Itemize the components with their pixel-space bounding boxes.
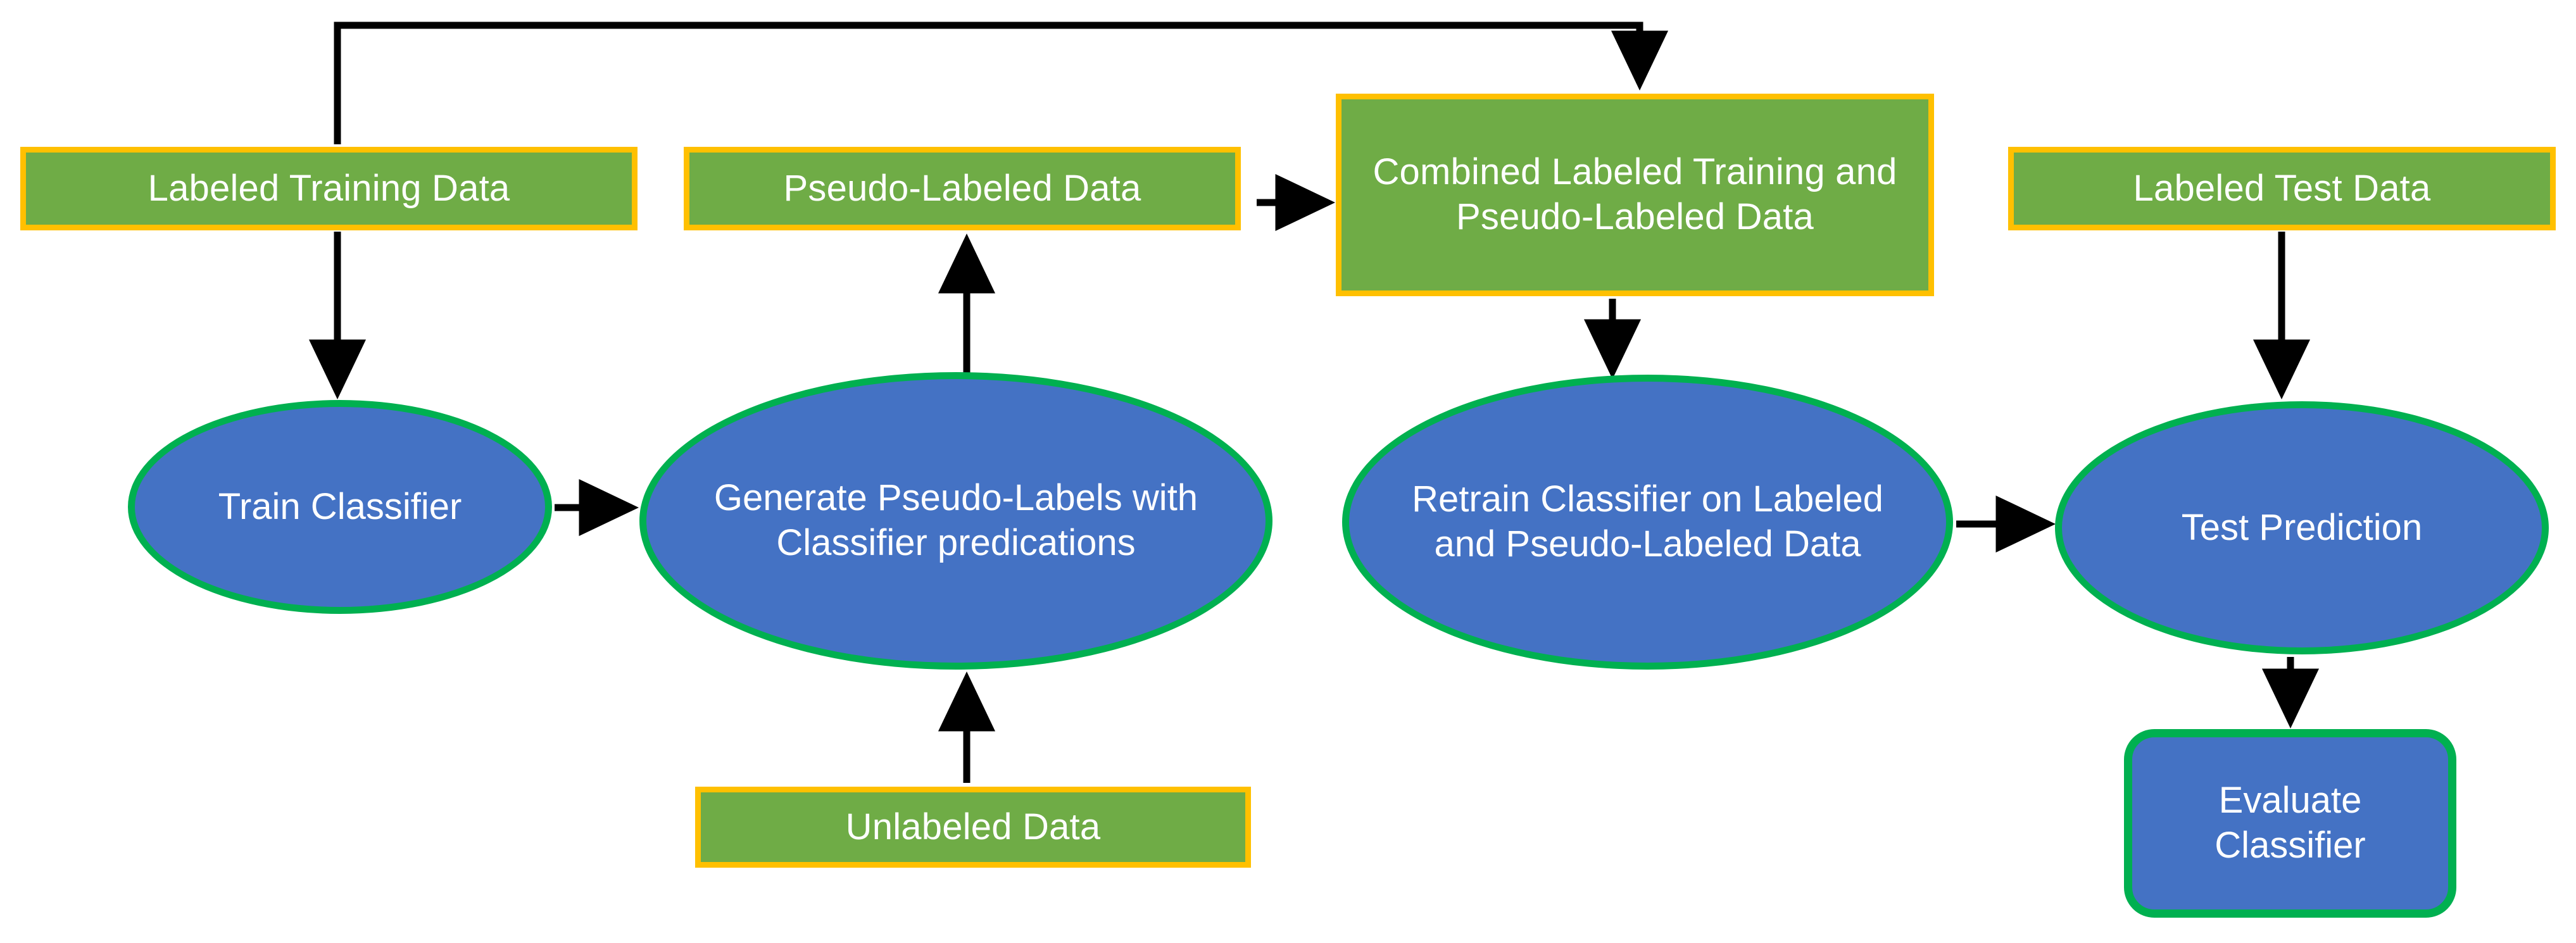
node-label-pseudo-labeled-data: Pseudo-Labeled Data — [783, 167, 1141, 209]
node-retrain-classifier[interactable]: Retrain Classifier on Labeled and Pseudo… — [1342, 375, 1953, 670]
node-evaluate-classifier[interactable]: Evaluate Classifier — [2124, 729, 2456, 918]
node-label-labeled-test-data: Labeled Test Data — [2133, 167, 2431, 209]
node-generate-pseudo-labels[interactable]: Generate Pseudo-Labels with Classifier p… — [639, 372, 1272, 670]
node-combined-labeled-data[interactable]: Combined Labeled Training and Pseudo-Lab… — [1336, 94, 1934, 296]
node-pseudo-labeled-data[interactable]: Pseudo-Labeled Data — [684, 147, 1241, 230]
node-label-generate-pseudo-labels: Generate Pseudo-Labels with Classifier p… — [713, 477, 1198, 563]
node-label-retrain-classifier: Retrain Classifier on Labeled and Pseudo… — [1412, 478, 1883, 565]
node-label-unlabeled-data: Unlabeled Data — [845, 806, 1101, 847]
node-labeled-test-data[interactable]: Labeled Test Data — [2008, 147, 2556, 230]
node-label-evaluate-classifier: Evaluate Classifier — [2215, 780, 2366, 866]
node-labeled-training-data[interactable]: Labeled Training Data — [20, 147, 638, 230]
node-label-train-classifier: Train Classifier — [218, 485, 462, 527]
node-label-test-prediction: Test Prediction — [2181, 506, 2423, 548]
node-test-prediction[interactable]: Test Prediction — [2055, 401, 2549, 654]
node-train-classifier[interactable]: Train Classifier — [128, 400, 552, 614]
node-unlabeled-data[interactable]: Unlabeled Data — [695, 787, 1251, 868]
node-label-labeled-training-data: Labeled Training Data — [148, 167, 510, 209]
node-label-combined-labeled-data: Combined Labeled Training and Pseudo-Lab… — [1373, 151, 1897, 237]
